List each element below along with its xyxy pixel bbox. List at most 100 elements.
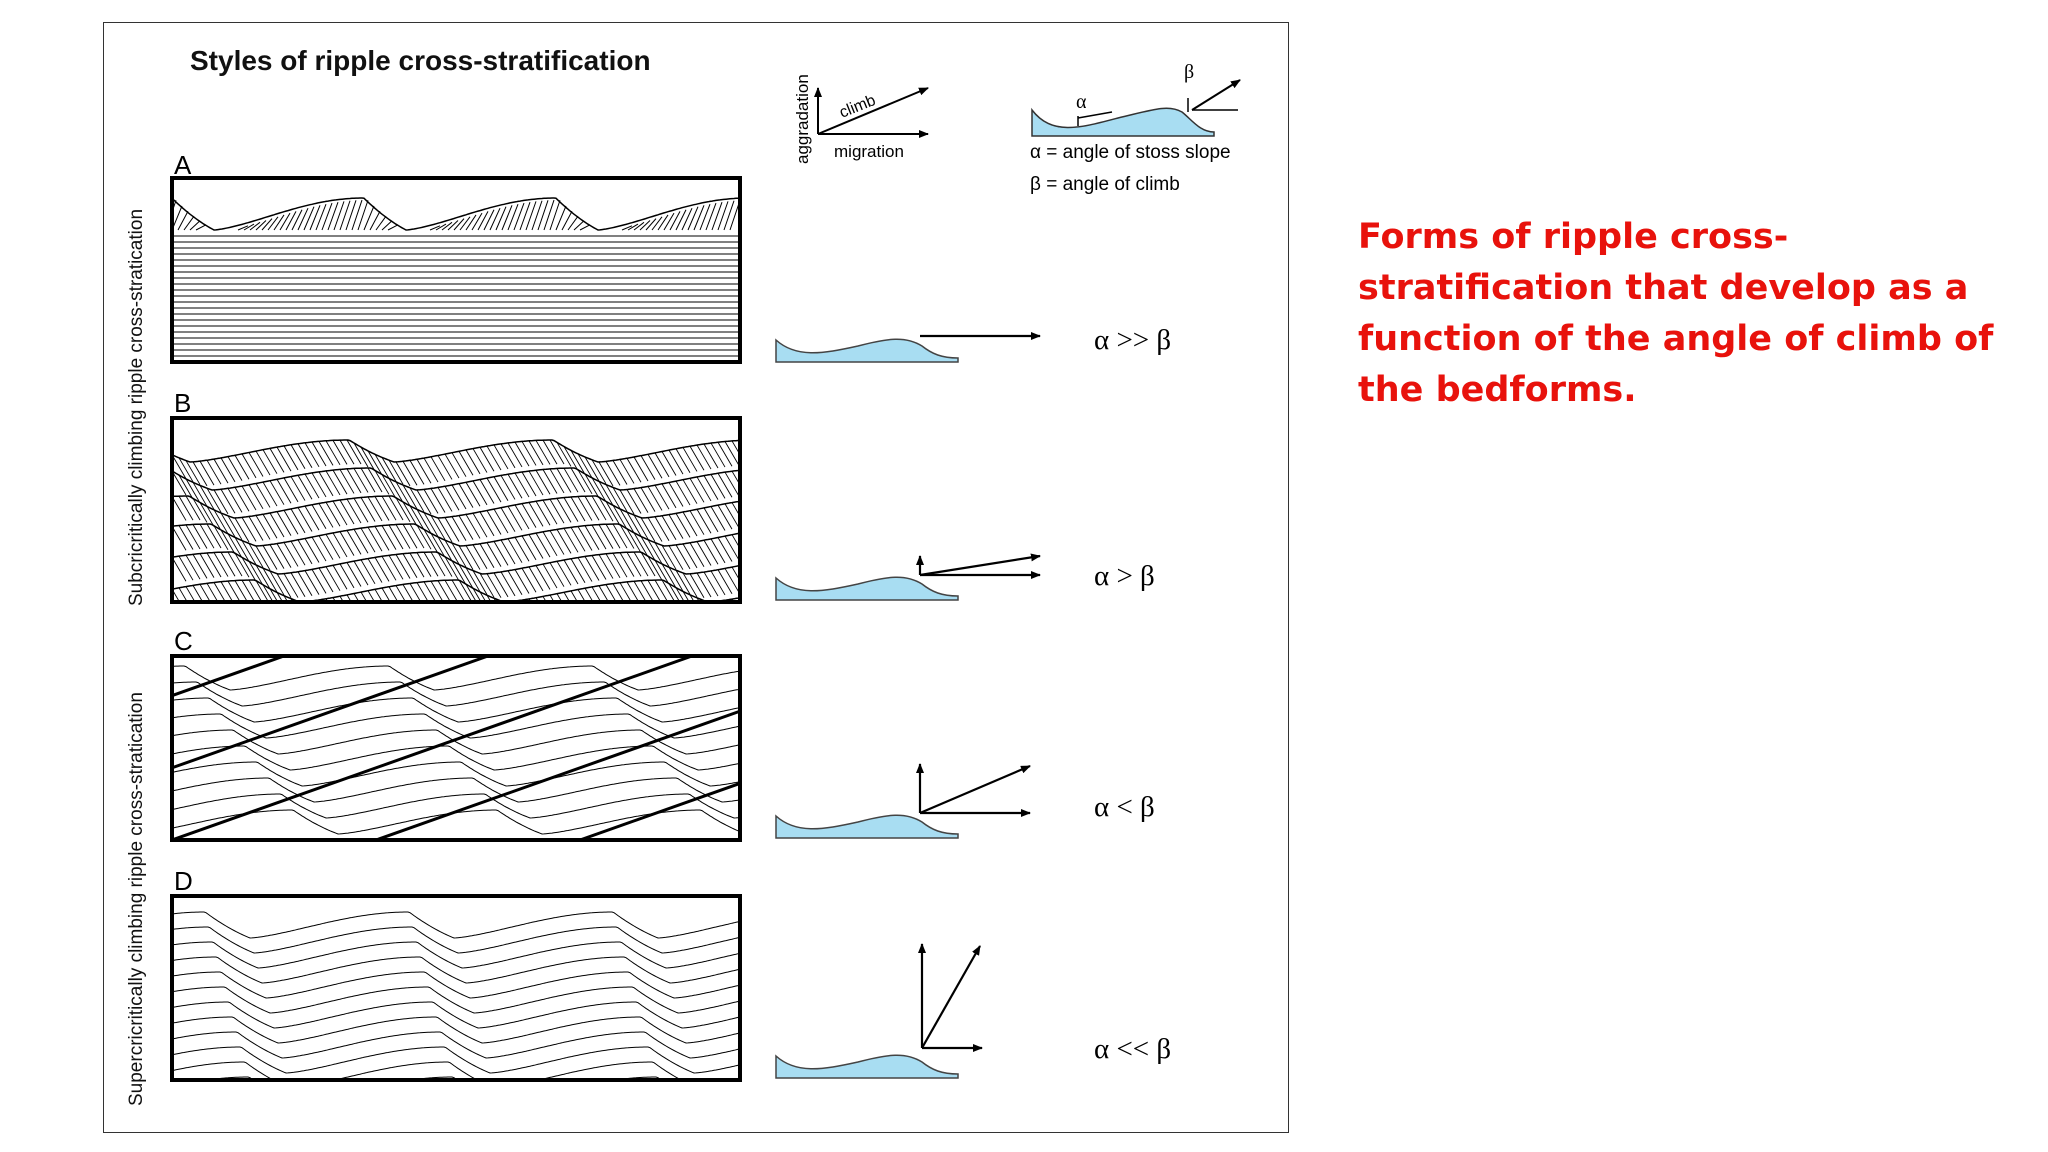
foreset-line: [241, 485, 257, 511]
foreset-line: [178, 555, 194, 581]
foreset-line: [549, 498, 565, 524]
foreset-line: [682, 479, 698, 504]
foreset-line: [605, 553, 621, 579]
foreset-line: [693, 205, 705, 231]
foreset-line: [525, 201, 537, 231]
foreset-line: [199, 584, 211, 602]
foreset-line: [255, 515, 271, 540]
foreset-line: [514, 472, 530, 498]
foreset-line: [495, 206, 507, 231]
bedform-icon: [775, 576, 959, 601]
foreset-line: [437, 487, 453, 512]
foreset-line: [696, 509, 712, 534]
foreset-line: [248, 561, 264, 586]
foreset-line: [696, 541, 712, 566]
foreset-line: [724, 441, 740, 466]
foreset-line: [430, 551, 446, 577]
foreset-line: [248, 543, 264, 568]
bedform-icon: [775, 1054, 959, 1079]
foreset-line: [444, 453, 460, 479]
foreset-line: [318, 535, 334, 560]
foreset-line: [612, 460, 628, 485]
foreset-line: [570, 527, 586, 552]
foreset-line: [276, 479, 292, 504]
foreset-line: [297, 443, 313, 468]
foreset-line: [318, 471, 334, 497]
climb-arrow: [919, 553, 1041, 577]
foreset-line: [682, 591, 690, 602]
foreset-line: [185, 524, 201, 550]
foreset-line: [367, 590, 376, 602]
foreset-line: [703, 475, 719, 500]
foreset-line: [423, 457, 439, 483]
foreset-line: [689, 573, 705, 598]
foreset-line: [633, 514, 649, 540]
foreset-line: [255, 450, 271, 476]
foreset-line: [486, 542, 502, 567]
foreset-line: [626, 511, 642, 537]
foreset-line: [178, 474, 194, 500]
foreset-line: [661, 545, 677, 570]
foreset-line: [374, 496, 390, 521]
foreset-line: [206, 487, 222, 513]
foreset-line: [703, 443, 719, 469]
foreset-line: [213, 525, 229, 551]
foreset-line: [472, 570, 488, 595]
foreset-line: [465, 482, 481, 507]
foreset-line: [465, 514, 481, 539]
foreset-line: [477, 211, 489, 231]
foreset-line: [297, 475, 313, 500]
foreset-line: [409, 487, 425, 513]
foreset-line: [689, 542, 705, 567]
foreset-line: [710, 474, 726, 499]
foreset-line: [290, 540, 306, 566]
foreset-line: [521, 567, 537, 593]
foreset-line: [416, 489, 432, 515]
foreset-line: [220, 529, 236, 555]
foreset-line: [262, 567, 278, 593]
foreset-line: [192, 554, 208, 579]
foreset-line: [577, 496, 593, 521]
foreset-line: [514, 537, 530, 562]
foreset-line: [612, 487, 628, 512]
foreset-line: [172, 200, 177, 214]
foreset-line: [199, 502, 215, 527]
foreset-line: [269, 480, 285, 505]
foreset-line: [563, 559, 579, 585]
foreset-line: [451, 452, 467, 477]
foreset-line: [262, 481, 278, 507]
foreset-line: [705, 202, 717, 231]
foreset-line: [255, 545, 271, 571]
foreset-line: [619, 524, 635, 549]
foreset-line: [549, 594, 555, 602]
foreset-line: [416, 552, 432, 577]
foreset-line: [423, 529, 439, 554]
foreset-line: [441, 221, 453, 231]
foreset-line: [584, 525, 600, 550]
foreset-line: [290, 508, 306, 534]
foreset-line: [479, 447, 495, 472]
foreset-line: [206, 583, 219, 602]
relation-d: α << β: [1094, 1033, 1171, 1065]
foreset-line: [409, 552, 425, 578]
angle-key: α β α = angle of stoss slope β = angle o…: [1030, 61, 1241, 195]
foreset-line: [507, 474, 523, 499]
foreset-line: [507, 203, 519, 231]
foreset-line: [395, 461, 411, 487]
foreset-line: [528, 566, 544, 592]
foreset-line: [577, 526, 593, 551]
foreset-line: [675, 209, 687, 231]
foreset-line: [185, 478, 201, 504]
foreset-line: [325, 440, 341, 466]
foreset-line: [507, 442, 523, 468]
lamina-line: [172, 729, 740, 755]
foreset-line: [619, 582, 632, 602]
foreset-line: [647, 486, 663, 511]
foreset-line: [213, 489, 229, 515]
foreset-line: [261, 218, 273, 231]
foreset-line: [591, 524, 607, 550]
foreset-line: [388, 478, 404, 503]
foreset-line: [444, 539, 460, 565]
foreset-line: [291, 209, 303, 231]
